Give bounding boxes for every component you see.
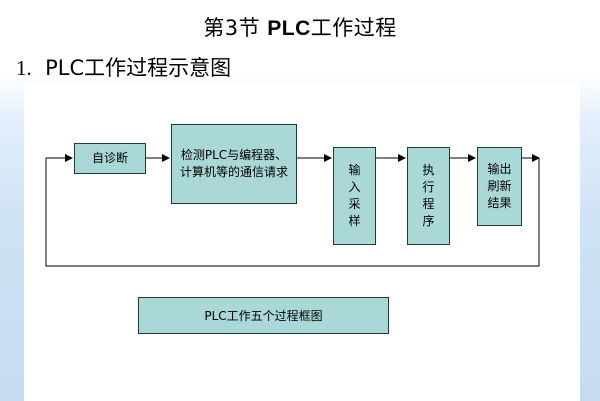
node-execute-label: 执行程序: [422, 163, 435, 228]
node-check-comm-label: 检测PLC与编程器、计算机等的通信请求: [179, 148, 288, 179]
node-input-sample: 输入采样: [333, 147, 376, 245]
node-self-diagnose-label: 自诊断: [91, 151, 128, 165]
section-number: 1.: [16, 56, 32, 80]
diagram-caption: PLC工作五个过程框图: [138, 297, 389, 334]
node-self-diagnose: 自诊断: [74, 143, 146, 174]
diagram-caption-label: PLC工作五个过程框图: [204, 309, 323, 323]
slide-title-suffix: 工作过程: [310, 16, 397, 40]
section-heading: 1. PLC工作过程示意图: [16, 52, 231, 82]
node-input-sample-label: 输入采样: [348, 163, 361, 228]
diagram-canvas: [24, 82, 580, 401]
node-output-refresh-label: 输出刷新结果: [487, 162, 512, 210]
section-heading-text: PLC工作过程示意图: [45, 56, 232, 80]
slide-title: 第3节 PLC工作过程: [0, 12, 600, 42]
node-output-refresh: 输出刷新结果: [477, 147, 522, 226]
slide-title-prefix: 第3节: [203, 16, 268, 40]
slide-title-latin: PLC: [267, 17, 311, 40]
node-check-comm: 检测PLC与编程器、计算机等的通信请求: [171, 124, 297, 204]
loop-return-line: [45, 158, 540, 267]
node-execute: 执行程序: [407, 147, 450, 245]
